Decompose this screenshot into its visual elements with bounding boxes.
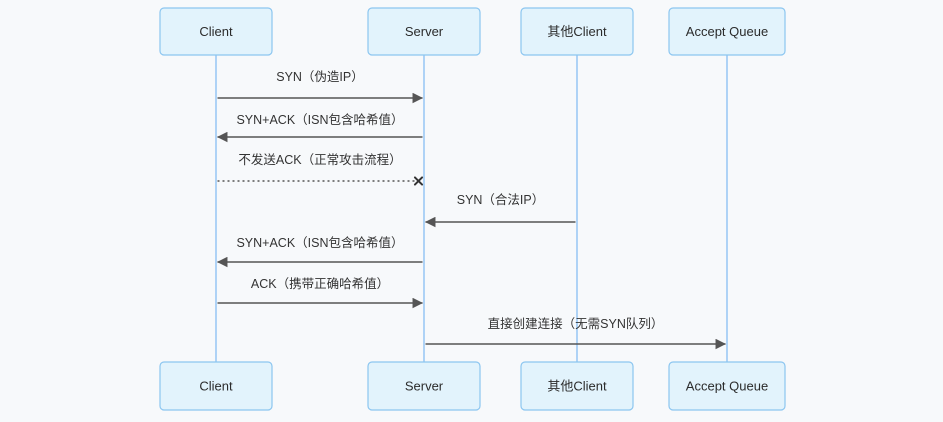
actor-label-accept_queue-top: Accept Queue xyxy=(686,24,768,39)
actor-label-client-top: Client xyxy=(199,24,233,39)
actor-label-other_client-bottom: 其他Client xyxy=(547,378,607,393)
messages-layer: SYN（伪造IP） SYN+ACK（ISN包含哈希值） 不发送ACK（正常攻击流程）… xyxy=(216,70,727,350)
msg-syn-spoofed: SYN（伪造IP） xyxy=(217,70,424,104)
actor-box-accept_queue-bottom xyxy=(668,361,786,411)
actors-bottom-layer: Client Server 其他Client Accept Queue xyxy=(159,361,786,411)
actor-accept_queue-bottom[interactable]: Accept Queue xyxy=(668,361,786,411)
actor-label-client-bottom: Client xyxy=(199,378,233,393)
msg-synack-2-label: SYN+ACK（ISN包含哈希值） xyxy=(236,235,403,250)
actor-box-accept_queue-top xyxy=(668,7,786,56)
actor-server-bottom[interactable]: Server xyxy=(367,361,481,411)
msg-no-ack-label: 不发送ACK（正常攻击流程） xyxy=(238,152,401,167)
actor-box-server-top xyxy=(367,7,481,56)
msg-direct-connect: 直接创建连接（无需SYN队列） xyxy=(425,316,727,350)
msg-ack-correct-label: ACK（携带正确哈希值） xyxy=(251,276,389,291)
actor-box-other_client-bottom xyxy=(520,361,634,411)
msg-syn-legit: SYN（合法IP） xyxy=(424,192,576,228)
actor-server-top[interactable]: Server xyxy=(367,7,481,56)
actor-label-server-top: Server xyxy=(405,24,444,39)
lifelines-layer xyxy=(215,55,728,362)
actor-box-server-bottom xyxy=(367,361,481,411)
msg-synack-1-label: SYN+ACK（ISN包含哈希值） xyxy=(236,112,403,127)
actor-label-accept_queue-bottom: Accept Queue xyxy=(686,378,768,393)
actor-box-client-top xyxy=(159,7,273,56)
msg-syn-legit-label: SYN（合法IP） xyxy=(457,192,545,207)
msg-no-ack-lost-cross-icon-2 xyxy=(413,176,424,186)
actor-client-top[interactable]: Client xyxy=(159,7,273,56)
actors-top-layer: Client Server 其他Client Accept Queue xyxy=(159,7,786,56)
actor-box-other_client-top xyxy=(520,7,634,56)
actor-label-other_client-top: 其他Client xyxy=(547,24,607,39)
msg-syn-spoofed-label: SYN（伪造IP） xyxy=(276,70,364,84)
msg-ack-correct: ACK（携带正确哈希值） xyxy=(217,276,424,309)
actor-other_client-top[interactable]: 其他Client xyxy=(520,7,634,56)
actor-accept_queue-top[interactable]: Accept Queue xyxy=(668,7,786,56)
actor-label-server-bottom: Server xyxy=(405,378,444,393)
msg-synack-2: SYN+ACK（ISN包含哈希值） xyxy=(216,235,423,268)
actor-client-bottom[interactable]: Client xyxy=(159,361,273,411)
actor-other_client-bottom[interactable]: 其他Client xyxy=(520,361,634,411)
msg-synack-1: SYN+ACK（ISN包含哈希值） xyxy=(216,112,423,143)
msg-no-ack: 不发送ACK（正常攻击流程） xyxy=(217,152,424,186)
msg-direct-connect-label: 直接创建连接（无需SYN队列） xyxy=(488,316,664,331)
actor-box-client-bottom xyxy=(159,361,273,411)
